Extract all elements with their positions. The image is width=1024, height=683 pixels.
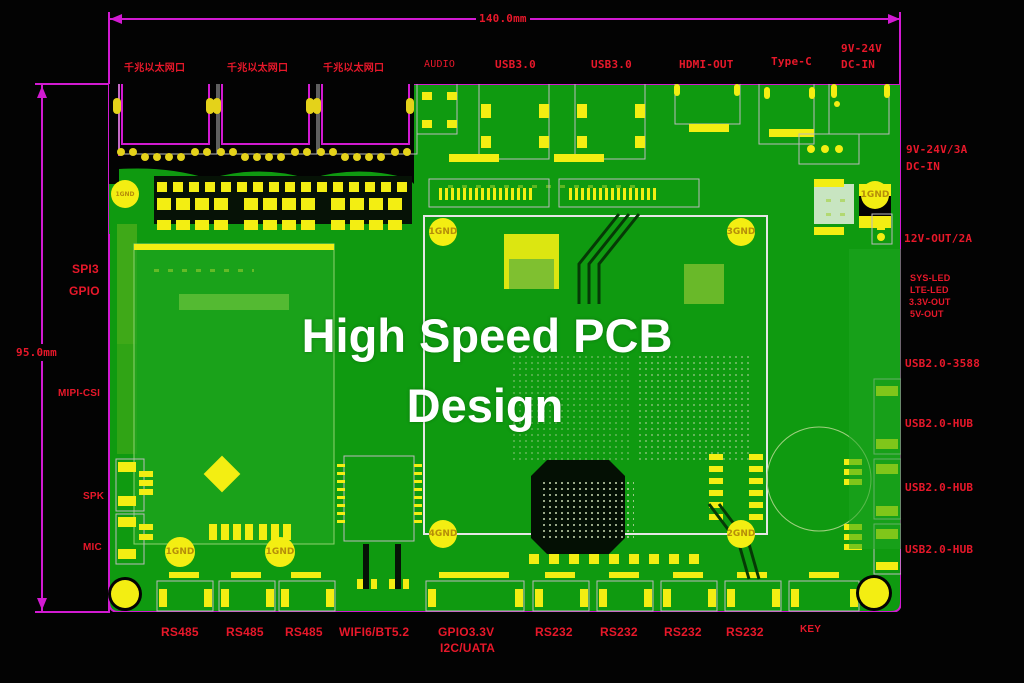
- label-wifi-bt: WIFI6/BT5.2: [339, 625, 410, 639]
- label-rs232-4: RS232: [726, 625, 764, 639]
- mounting-hole-5: 4GND: [429, 520, 457, 548]
- arrow-left-icon: [110, 14, 122, 24]
- label-sys-led: SYS-LED: [910, 273, 951, 283]
- label-usb2-hub-1: USB2.0-HUB: [905, 417, 974, 430]
- overlay-title-line1: High Speed PCB: [301, 309, 673, 362]
- arrow-up-icon: [37, 86, 47, 98]
- pcb-board: 1GND 1GND 3GND 1GND 4GND 2GND 1GND 1GND: [109, 84, 901, 612]
- label-rs232-2: RS232: [600, 625, 638, 639]
- label-audio: AUDIO: [424, 59, 456, 70]
- arrow-right-icon: [888, 14, 900, 24]
- label-3v3-out: 3.3V-OUT: [909, 297, 951, 307]
- mounting-hole-7: 1GND: [165, 537, 195, 567]
- label-usb2-hub-3: USB2.0-HUB: [905, 543, 974, 556]
- corner-hole-bottom-right: [859, 578, 889, 608]
- width-dimension-label: 140.0mm: [476, 12, 530, 25]
- mounting-hole-8: 1GND: [265, 537, 295, 567]
- label-type-c: Type-C: [771, 55, 812, 68]
- label-lte-led: LTE-LED: [910, 285, 949, 295]
- mounting-hole-6: 2GND: [727, 520, 755, 548]
- label-usb3-1: USB3.0: [495, 58, 536, 71]
- label-ethernet-1: 千兆以太网口: [124, 63, 186, 74]
- label-rs485-2: RS485: [226, 625, 264, 639]
- label-12v-out: 12V-OUT/2A: [904, 232, 973, 245]
- label-dc-in-top-1: 9V-24V: [841, 42, 882, 55]
- mounting-hole-1: 1GND: [111, 180, 139, 208]
- mounting-hole-3: 3GND: [727, 218, 755, 246]
- label-spk: SPK: [83, 491, 105, 502]
- height-dim-bottom-ext: [35, 611, 110, 613]
- label-rs232-3: RS232: [664, 625, 702, 639]
- label-rs485-3: RS485: [285, 625, 323, 639]
- label-ethernet-2: 千兆以太网口: [227, 63, 289, 74]
- label-dc-in-top-2: DC-IN: [841, 58, 876, 71]
- label-rs485-1: RS485: [161, 625, 199, 639]
- corner-hole-bottom-left: [111, 580, 139, 608]
- label-mipi-csi: MIPI-CSI: [58, 388, 101, 399]
- width-dim-right-ext: [899, 12, 901, 100]
- label-i2c-uata: I2C/UATA: [440, 641, 496, 655]
- arrow-down-icon: [37, 598, 47, 610]
- label-rs232-1: RS232: [535, 625, 573, 639]
- label-usb3-2: USB3.0: [591, 58, 632, 71]
- label-mic: MIC: [83, 542, 102, 553]
- mounting-hole-2: 1GND: [429, 218, 457, 246]
- label-5v-out: 5V-OUT: [910, 309, 944, 319]
- label-usb2-3588: USB2.0-3588: [905, 357, 981, 370]
- label-spi3: SPI3: [72, 262, 99, 276]
- label-dc-in-right-1: 9V-24V/3A: [906, 143, 968, 156]
- mounting-hole-4: 1GND: [861, 181, 889, 209]
- overlay-title-line2: Design: [406, 379, 564, 432]
- height-dim-top-ext: [35, 83, 110, 85]
- label-hdmi-out: HDMI-OUT: [679, 58, 734, 71]
- label-gpio3v3: GPIO3.3V: [438, 625, 495, 639]
- label-key: KEY: [800, 624, 822, 635]
- height-dimension-label: 95.0mm: [16, 344, 57, 361]
- label-dc-in-right-2: DC-IN: [906, 160, 941, 173]
- label-gpio: GPIO: [69, 284, 100, 298]
- pcb-artwork: [109, 84, 901, 612]
- label-ethernet-3: 千兆以太网口: [323, 63, 385, 74]
- label-usb2-hub-2: USB2.0-HUB: [905, 481, 974, 494]
